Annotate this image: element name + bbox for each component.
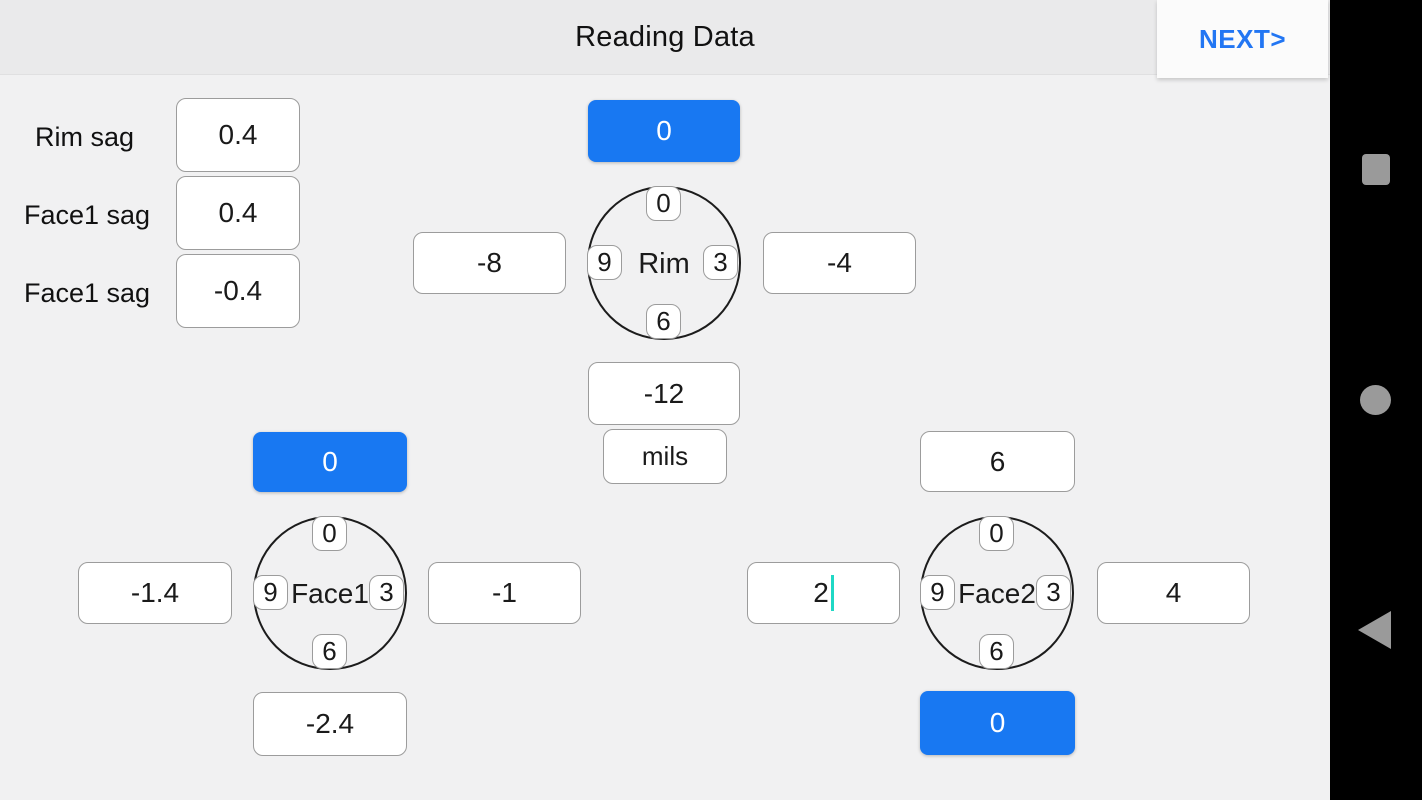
rim-3-oclock-input[interactable]: -4: [763, 232, 916, 294]
face1-6-oclock-input[interactable]: -2.4: [253, 692, 407, 756]
face2-zero-button[interactable]: 0: [920, 691, 1075, 755]
rim-clock-9-badge: 9: [587, 245, 622, 280]
android-nav-bar: [1330, 0, 1422, 800]
face1-sag-label: Face1 sag: [24, 200, 151, 230]
units-button[interactable]: mils: [603, 429, 727, 484]
text-cursor: [830, 575, 834, 611]
rim-clock-6-badge: 6: [646, 304, 681, 339]
rim-clock-0-badge: 0: [646, 186, 681, 221]
face2-0-oclock-input[interactable]: 6: [920, 431, 1075, 492]
rim-sag-input[interactable]: 0.4: [176, 98, 300, 172]
face2-dial-label: Face2: [958, 578, 1036, 609]
face1-3-oclock-input[interactable]: -1: [428, 562, 581, 624]
face2-sag-label: Face1 sag: [24, 278, 151, 308]
rim-clock-3-badge: 3: [703, 245, 738, 280]
home-circle-icon[interactable]: [1360, 385, 1391, 415]
rim-sag-label: Rim sag: [35, 122, 135, 152]
rim-dial-label: Rim: [638, 248, 690, 280]
rim-zero-button[interactable]: 0: [588, 100, 740, 162]
face1-clock-0-badge: 0: [312, 516, 347, 551]
next-button[interactable]: NEXT>: [1157, 0, 1328, 78]
face1-zero-button[interactable]: 0: [253, 432, 407, 492]
face2-clock-9-badge: 9: [920, 575, 955, 610]
rim-9-oclock-input[interactable]: -8: [413, 232, 566, 294]
next-button-label: NEXT>: [1198, 23, 1287, 54]
back-triangle-icon[interactable]: [1358, 611, 1391, 649]
face2-clock-6-badge: 6: [979, 634, 1014, 669]
rim-6-oclock-input[interactable]: -12: [588, 362, 740, 425]
app-bar: Reading Data: [0, 0, 1330, 75]
face1-clock-3-badge: 3: [369, 575, 404, 610]
face2-clock-3-badge: 3: [1036, 575, 1071, 610]
face2-clock-0-badge: 0: [979, 516, 1014, 551]
face1-9-oclock-input[interactable]: -1.4: [78, 562, 232, 624]
recents-square-icon[interactable]: [1362, 154, 1390, 185]
face2-sag-input[interactable]: -0.4: [176, 254, 300, 328]
face1-dial-label: Face1: [291, 578, 369, 609]
face1-clock-9-badge: 9: [253, 575, 288, 610]
face2-9-oclock-input[interactable]: 2: [747, 562, 900, 624]
page-title: Reading Data: [575, 21, 755, 53]
face2-3-oclock-input[interactable]: 4: [1097, 562, 1250, 624]
face2-9-oclock-value: 2: [813, 577, 829, 608]
face1-clock-6-badge: 6: [312, 634, 347, 669]
face1-sag-input[interactable]: 0.4: [176, 176, 300, 250]
